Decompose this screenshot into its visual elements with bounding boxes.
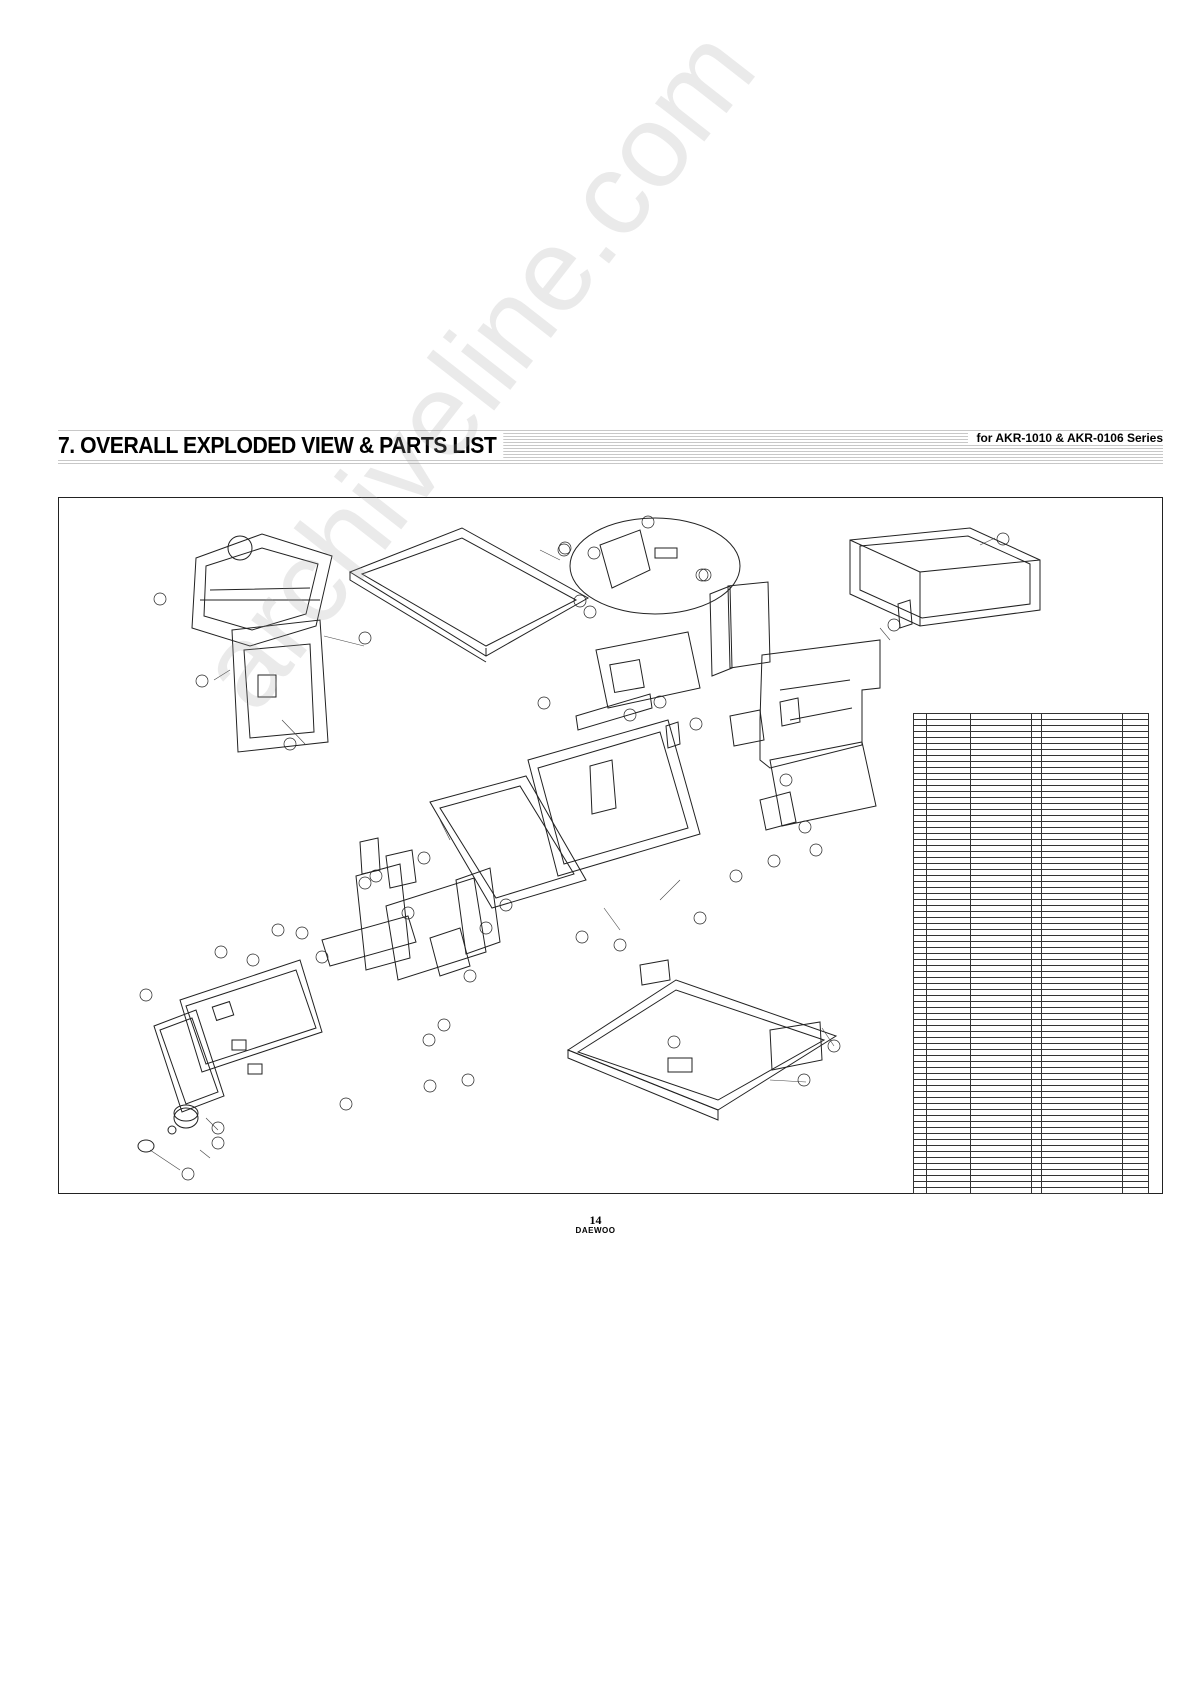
parts-cell — [1041, 1187, 1124, 1194]
parts-row — [912, 1145, 1149, 1152]
small-parts — [359, 599, 913, 889]
parts-cell — [1122, 1187, 1149, 1194]
option-inset — [569, 517, 741, 615]
model-series-label: for AKR-1010 & AKR-0106 Series — [968, 431, 1163, 445]
parts-cell — [912, 1187, 928, 1194]
bracket-assembly — [595, 581, 771, 709]
display-parts — [321, 863, 501, 981]
parts-cell — [969, 1187, 1033, 1194]
main-chassis — [759, 639, 881, 827]
page-number: 14 — [589, 1213, 602, 1227]
parts-cell — [926, 1187, 971, 1194]
mounting-sleeve — [849, 527, 1041, 627]
main-pcb — [566, 959, 838, 1121]
parts-list-table — [912, 713, 1149, 1194]
callout-labels — [139, 515, 1010, 1181]
parts-row — [912, 1133, 1149, 1140]
front-panel — [153, 959, 323, 1113]
volume-knob — [137, 1104, 199, 1153]
top-cover — [348, 527, 590, 663]
parts-cell — [1031, 1187, 1043, 1194]
parts-row — [912, 779, 1149, 786]
parts-row — [912, 965, 1149, 972]
cassette-mechanism — [191, 533, 333, 753]
section-header: 7. OVERALL EXPLODED VIEW & PARTS LIST fo… — [58, 430, 1163, 464]
front-subchassis — [429, 719, 701, 909]
page-title: 7. OVERALL EXPLODED VIEW & PARTS LIST — [58, 432, 504, 459]
parts-row — [912, 821, 1149, 828]
brand-logo: DAEWOO — [575, 1226, 616, 1235]
parts-row — [912, 1187, 1149, 1194]
